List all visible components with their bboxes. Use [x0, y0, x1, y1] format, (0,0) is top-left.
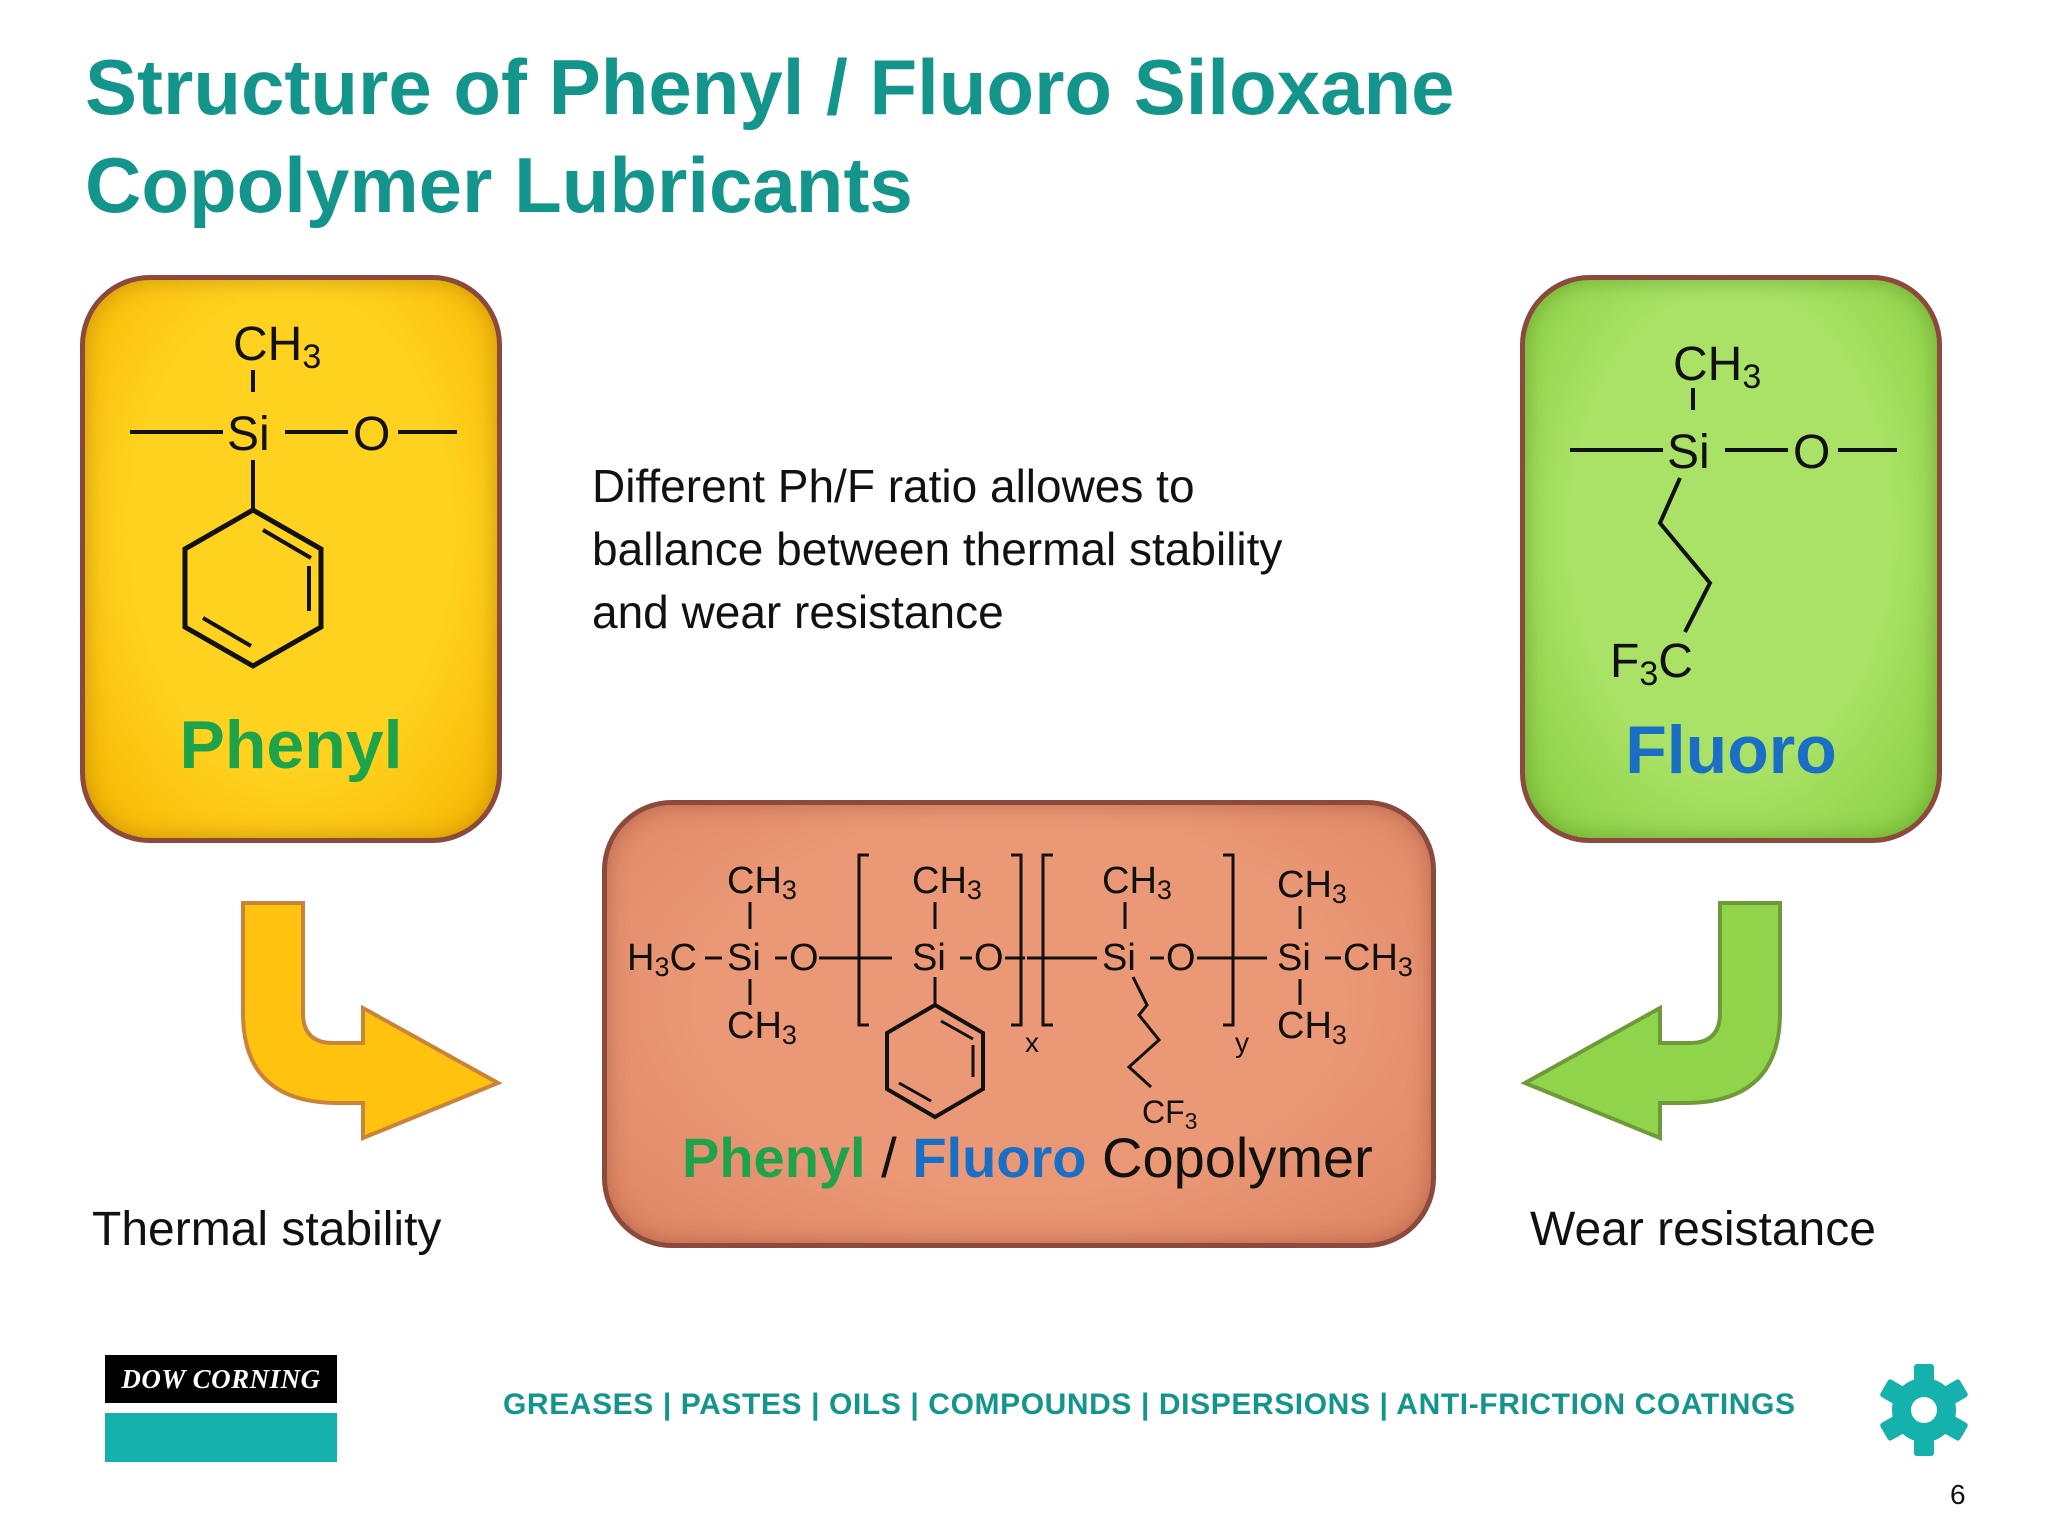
copolymer-label: Phenyl / Fluoro Copolymer [682, 1123, 1373, 1193]
svg-text:CH3: CH3 [233, 318, 321, 376]
ch-text: CH [233, 318, 302, 371]
o-text: O [789, 937, 819, 979]
o-text: O [974, 937, 1004, 979]
ch-text: CH [1102, 860, 1157, 902]
o-text: O [1793, 426, 1830, 479]
svg-text:CH3: CH3 [1673, 338, 1761, 396]
si-text: Si [727, 937, 761, 979]
h-text: H [627, 937, 654, 979]
ch-text: CH [912, 860, 967, 902]
title-line-2: Copolymer Lubricants [85, 141, 913, 229]
phenyl-label: Phenyl [179, 707, 403, 783]
si-text: Si [912, 937, 946, 979]
svg-text:F3C: F3C [1610, 635, 1693, 693]
product-line: GREASES | PASTES | OILS | COMPOUNDS | DI… [503, 1388, 1796, 1421]
ch-text: CH [727, 860, 782, 902]
svg-text:CH3: CH3 [1277, 1005, 1347, 1050]
copolymer-label-fluoro: Fluoro [912, 1126, 1087, 1189]
o-text: O [353, 408, 390, 461]
ch-text: CH [727, 1005, 782, 1047]
ch-text: CH [1673, 338, 1742, 391]
copolymer-box: H3C CH3 Si CH3 O CH3 Si O x CH3 Si O [602, 800, 1436, 1248]
sub-3: 3 [654, 952, 669, 982]
svg-text:H3C: H3C [627, 937, 697, 982]
fluoro-box: CH3 Si O F3C Fluoro [1520, 275, 1942, 843]
si-text: Si [1667, 426, 1710, 479]
sub-3: 3 [1157, 875, 1172, 905]
copolymer-label-rest: Copolymer [1086, 1126, 1373, 1189]
phenyl-box: CH3 Si O Phenyl [80, 275, 502, 843]
si-text: Si [1102, 937, 1136, 979]
si-text: Si [227, 408, 270, 461]
description-line-3: and wear resistance [592, 586, 1004, 638]
caption-wear-resistance: Wear resistance [1530, 1203, 1876, 1256]
sub-3: 3 [1639, 655, 1658, 693]
sub-3: 3 [1332, 1020, 1347, 1050]
ch-text: CH [1277, 1005, 1332, 1047]
curved-arrow-right-icon [241, 901, 503, 1141]
page-number: 6 [1950, 1479, 1966, 1510]
svg-text:CH3: CH3 [912, 860, 982, 905]
ch-text: CH [1343, 937, 1398, 979]
sub-3: 3 [782, 875, 797, 905]
svg-text:CH3: CH3 [1343, 937, 1413, 982]
ch-text: CH [1277, 864, 1332, 906]
phenyl-structure: CH3 Si O [130, 318, 457, 669]
cf-text: CF [1142, 1094, 1185, 1130]
svg-text:CH3: CH3 [1277, 864, 1347, 909]
sub-3: 3 [1398, 952, 1413, 982]
svg-text:CH3: CH3 [1102, 860, 1172, 905]
fluoro-structure: CH3 Si O F3C [1570, 338, 1897, 693]
copolymer-label-phenyl: Phenyl [682, 1126, 866, 1189]
copolymer-structure: H3C CH3 Si CH3 O CH3 Si O x CH3 Si O [627, 853, 1413, 1134]
c-text: C [1658, 635, 1693, 688]
sub-3: 3 [1742, 358, 1761, 396]
c-text: C [669, 937, 696, 979]
caption-thermal-stability: Thermal stability [92, 1203, 442, 1256]
svg-text:CH3: CH3 [727, 860, 797, 905]
svg-text:CF3: CF3 [1142, 1094, 1197, 1134]
f-text: F [1610, 635, 1639, 688]
gear-icon [1880, 1364, 1968, 1456]
svg-text:CH3: CH3 [727, 1005, 797, 1050]
logo-text: DOW CORNING [105, 1355, 337, 1403]
dow-corning-logo: DOW CORNING [105, 1355, 337, 1462]
logo-teal-bar [105, 1413, 337, 1462]
o-text: O [1166, 937, 1196, 979]
sub-3: 3 [967, 875, 982, 905]
si-text: Si [1277, 937, 1311, 979]
fluoro-label: Fluoro [1625, 712, 1837, 788]
sub-x: x [1025, 1027, 1039, 1058]
sub-3: 3 [1332, 879, 1347, 909]
sub-3: 3 [302, 338, 321, 376]
copolymer-label-sep: / [865, 1126, 913, 1189]
sub-3: 3 [782, 1020, 797, 1050]
description-line-2: ballance between thermal stability [592, 523, 1283, 575]
sub-3: 3 [1185, 1108, 1198, 1134]
title-line-1: Structure of Phenyl / Fluoro Siloxane [85, 43, 1455, 131]
curved-arrow-left-icon [1520, 901, 1782, 1141]
sub-y: y [1235, 1027, 1249, 1058]
page-title: Structure of Phenyl / Fluoro Siloxane Co… [85, 38, 1685, 234]
description-line-1: Different Ph/F ratio allowes to [592, 460, 1195, 512]
description: Different Ph/F ratio allowes to ballance… [592, 455, 1412, 644]
